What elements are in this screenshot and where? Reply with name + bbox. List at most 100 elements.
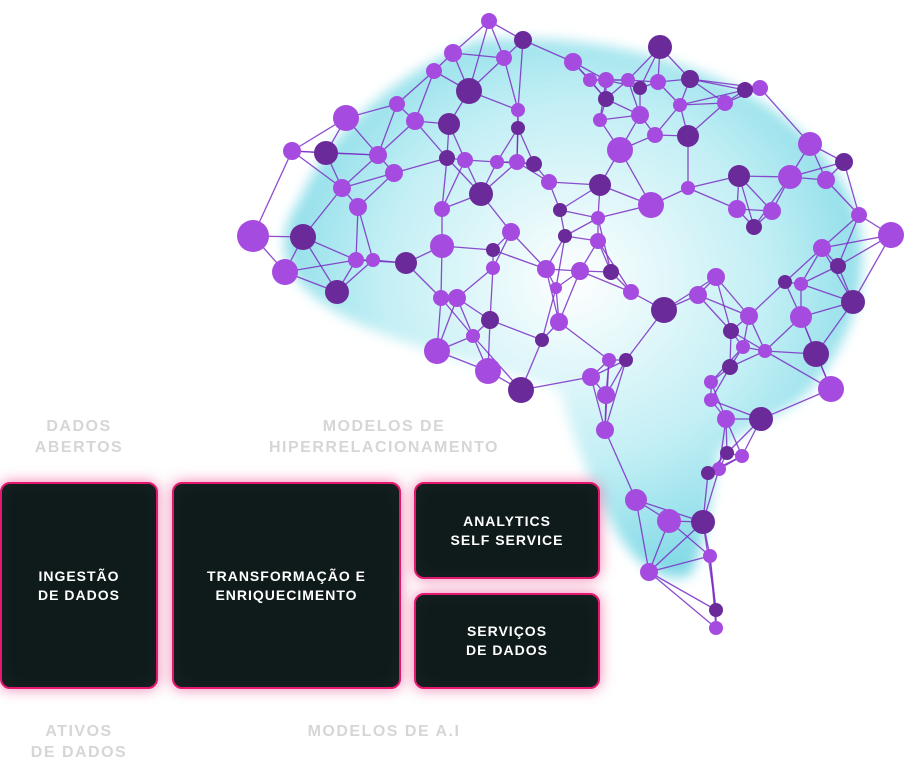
network-edge: [715, 276, 732, 332]
network-node: [851, 207, 867, 223]
network-node: [395, 252, 417, 274]
caption-ativos-de-dados: ATIVOS DE DADOS: [30, 723, 128, 761]
network-edge: [503, 57, 519, 111]
box-ingestao-de-dados: INGESTÃO DE DADOS: [0, 482, 158, 689]
network-edge: [489, 319, 543, 341]
network-node: [237, 220, 269, 252]
network-node: [537, 260, 555, 278]
network-node: [598, 72, 614, 88]
network-node: [508, 377, 534, 403]
network-node: [638, 192, 664, 218]
network-node: [752, 80, 768, 96]
network-node: [723, 323, 739, 339]
network-node: [673, 98, 687, 112]
network-node: [602, 353, 616, 367]
network-node: [722, 359, 738, 375]
network-edge: [440, 297, 474, 337]
network-node: [651, 297, 677, 323]
network-node: [607, 137, 633, 163]
network-node: [835, 153, 853, 171]
network-edge: [541, 287, 557, 341]
network-node: [633, 81, 647, 95]
network-node: [817, 171, 835, 189]
network-node: [778, 165, 802, 189]
network-node: [704, 393, 718, 407]
network-node: [740, 307, 758, 325]
network-node: [720, 446, 734, 460]
network-node: [389, 96, 405, 112]
network-node: [818, 376, 844, 402]
network-edge: [604, 429, 637, 501]
network-node: [657, 509, 681, 533]
network-node: [709, 603, 723, 617]
network-node: [333, 179, 351, 197]
network-node: [878, 222, 904, 248]
network-node: [677, 125, 699, 147]
network-edge: [441, 157, 448, 210]
network-node: [558, 229, 572, 243]
network-node: [841, 290, 865, 314]
network-edge: [517, 39, 524, 111]
network-node: [707, 268, 725, 286]
network-node: [598, 91, 614, 107]
network-node: [433, 290, 449, 306]
network-node: [689, 286, 707, 304]
box-servicos-de-dados: SERVIÇOS DE DADOS: [414, 593, 600, 689]
network-node: [571, 262, 589, 280]
network-node: [564, 53, 582, 71]
network-node: [466, 329, 480, 343]
network-node: [283, 142, 301, 160]
network-node: [514, 31, 532, 49]
network-node: [650, 74, 666, 90]
network-edge: [558, 270, 581, 323]
network-node: [511, 103, 525, 117]
brain-silhouette: [284, 38, 862, 578]
network-node: [550, 282, 562, 294]
box-analytics-self-service: ANALYTICS SELF SERVICE: [414, 482, 600, 579]
network-node: [619, 353, 633, 367]
network-node: [448, 289, 466, 307]
network-node: [593, 113, 607, 127]
network-edge: [604, 359, 627, 431]
network-node: [583, 73, 597, 87]
network-node: [701, 466, 715, 480]
network-node: [496, 50, 512, 66]
network-node: [444, 44, 462, 62]
network-edge: [341, 172, 395, 189]
network-edge: [648, 571, 717, 629]
network-node: [349, 198, 367, 216]
network-node: [798, 132, 822, 156]
network-node: [591, 211, 605, 225]
network-node: [481, 311, 499, 329]
network-node: [314, 141, 338, 165]
network-node: [830, 258, 846, 274]
network-node: [424, 338, 450, 364]
network-node: [430, 234, 454, 258]
network-node: [325, 280, 349, 304]
network-node: [704, 375, 718, 389]
network-node: [475, 358, 501, 384]
network-node: [647, 127, 663, 143]
network-edge: [558, 321, 610, 361]
network-node: [438, 113, 460, 135]
network-node: [737, 82, 753, 98]
network-node: [794, 277, 808, 291]
network-node: [728, 200, 746, 218]
caption-modelos-de-ai: MODELOS DE A.I: [307, 723, 461, 740]
network-edge: [648, 521, 704, 573]
network-node: [366, 253, 380, 267]
caption-modelos-hiperrelacionamento: MODELOS DE HIPERRELACIONAMENTO: [269, 418, 499, 456]
network-edge: [492, 249, 547, 270]
network-node: [439, 150, 455, 166]
network-node: [746, 219, 762, 235]
network-node: [631, 106, 649, 124]
network-edge: [522, 39, 574, 63]
network-node: [625, 489, 647, 511]
network-node: [717, 95, 733, 111]
network-node: [691, 510, 715, 534]
network-node: [426, 63, 442, 79]
network-edge: [357, 206, 374, 261]
network-node: [749, 407, 773, 431]
network-node: [763, 202, 781, 220]
